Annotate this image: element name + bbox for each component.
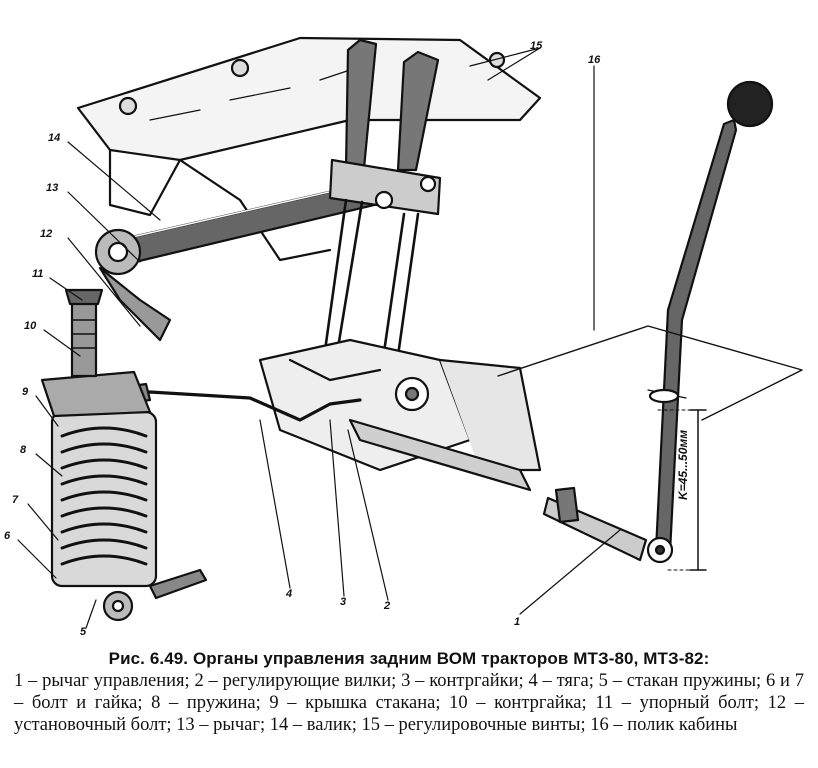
callout-7: 7 [12,494,19,506]
callout-10: 10 [24,320,37,332]
callout-11: 11 [32,268,44,280]
callout-9: 9 [22,386,29,398]
caption-title: Рис. 6.49. Органы управления задним ВОМ … [108,649,710,668]
callout-5: 5 [80,626,87,638]
caption-body: 1 – рычаг управления; 2 – регулирующие в… [14,671,804,735]
callout-12: 12 [40,228,53,240]
callout-8: 8 [20,444,27,456]
callout-3: 3 [340,596,347,608]
callout-13: 13 [46,182,59,194]
callout-15: 15 [530,40,543,52]
callout-1: 1 [514,616,521,628]
callout-2: 2 [384,600,391,612]
housing-plate [76,36,542,162]
dimension-label: K=45...50мм [676,429,690,500]
callout-6: 6 [4,530,11,542]
control-lever-1 [654,118,738,554]
technical-drawing: 15 16 14 13 12 11 10 9 8 7 6 5 4 3 2 1 K… [4,36,803,638]
callout-14: 14 [48,132,61,144]
lever-left [344,38,378,170]
figure-caption: Рис. 6.49. Органы управления задним ВОМ … [14,648,804,736]
callout-16: 16 [588,54,601,66]
mechanism-illustration [17,36,803,629]
lever-right [396,50,440,172]
callout-4: 4 [286,588,293,600]
lever-knob [726,80,774,128]
